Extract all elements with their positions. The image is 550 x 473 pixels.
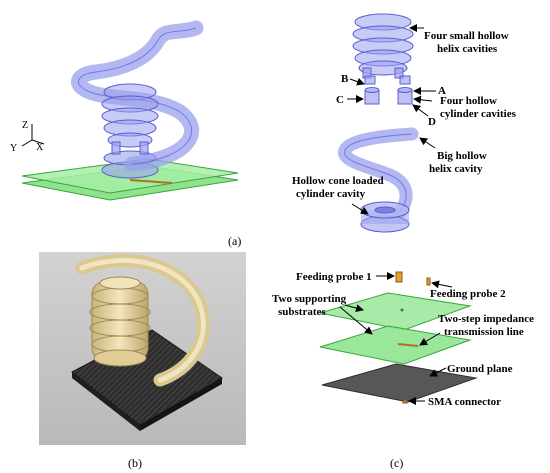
- sma-label: SMA connector: [428, 396, 501, 408]
- big-helix-exploded: [338, 127, 419, 219]
- panel-a-exploded: Four small hollow helix cavities B C A D…: [292, 13, 517, 233]
- panel-label-c: (c): [390, 456, 403, 470]
- small-helix-stack: [101, 83, 159, 155]
- marker-c: C: [336, 94, 344, 106]
- big-helix-label-2: helix cavity: [429, 163, 483, 175]
- feed-line: [129, 179, 173, 184]
- cone-cylinder-cavity: [360, 201, 410, 233]
- cone-label-2: cylinder cavity: [296, 188, 366, 200]
- panel-c-layers: Feeding probe 1 Feeding probe 2 Two supp…: [272, 271, 534, 408]
- feeding-probe-1-part: [395, 271, 403, 283]
- panel-label-b: (b): [128, 456, 142, 470]
- axis-z-label: Z: [22, 120, 28, 131]
- four-small-helix-cavities: [352, 13, 414, 79]
- big-helix-label-1: Big hollow: [437, 150, 487, 162]
- substrate-bottom: [319, 325, 472, 365]
- probe-2-label: Feeding probe 2: [430, 288, 506, 300]
- ground-label: Ground plane: [447, 363, 513, 375]
- transmission-line-trace: [397, 343, 419, 347]
- small-helix-label-1: Four small hollow: [424, 30, 509, 42]
- panel-label-a: (a): [228, 234, 241, 248]
- panel-a-assembly: Z X Y: [10, 20, 239, 201]
- probe-1-label: Feeding probe 1: [296, 271, 372, 283]
- photo-resin-body: [89, 276, 151, 367]
- line-label-1: Two-step impedance: [438, 313, 534, 325]
- line-label-2: transmission line: [444, 326, 524, 338]
- four-cylinder-cavities: [364, 75, 413, 105]
- marker-d: D: [428, 116, 436, 128]
- axis-x-label: X: [36, 142, 44, 153]
- panel-b-photo: [39, 252, 246, 445]
- substrates-label-2: substrates: [278, 306, 326, 318]
- axis-y-label: Y: [10, 143, 17, 154]
- substrates-label-1: Two supporting: [272, 293, 347, 305]
- marker-a: A: [438, 85, 446, 97]
- cone-label-1: Hollow cone loaded: [292, 175, 384, 187]
- big-helix-arrow: [419, 137, 436, 149]
- axes-indicator: Z X Y: [10, 120, 45, 154]
- marker-b: B: [341, 73, 349, 85]
- feeding-probe-2-part: [426, 277, 431, 286]
- small-helix-label-2: helix cavities: [437, 43, 498, 55]
- cone-arrow: [351, 203, 369, 215]
- cylinder-label-2: cylinder cavities: [440, 108, 517, 120]
- sma-connector-part: [402, 399, 408, 404]
- cylinder-label-1: Four hollow: [440, 95, 497, 107]
